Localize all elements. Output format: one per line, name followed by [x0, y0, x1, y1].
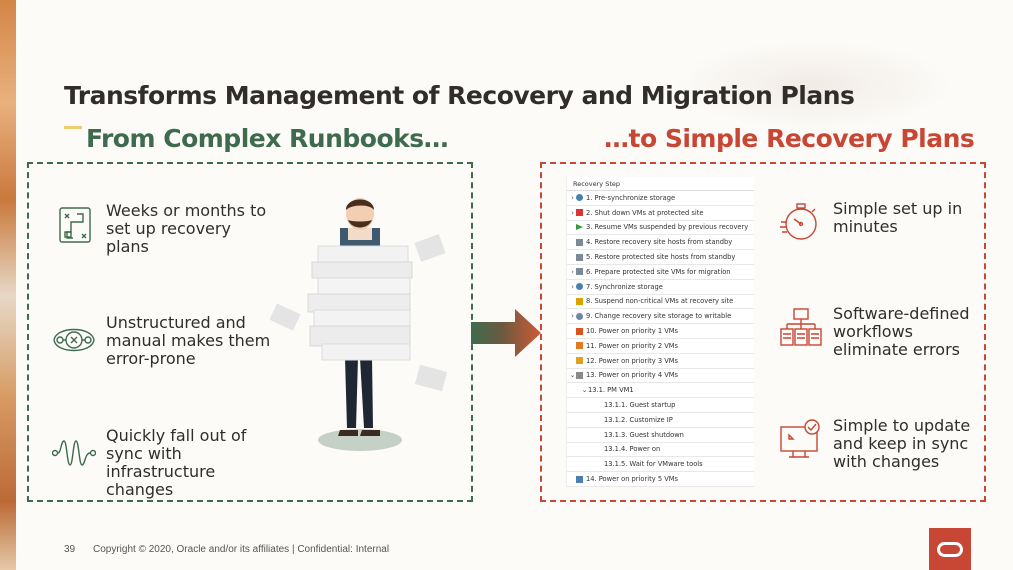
table-row[interactable]: 13.1.4. Power on	[567, 443, 754, 458]
p3-step-icon	[576, 357, 583, 365]
arrow-right-icon	[471, 309, 541, 357]
table-row[interactable]: 10. Power on priority 1 VMs	[567, 324, 754, 339]
step-label: 10. Power on priority 1 VMs	[586, 327, 679, 336]
feature-item: Weeks or months to set up recovery plans	[52, 202, 276, 256]
recovery-steps-table: Recovery Step › 1. Pre-synchronize storag…	[566, 177, 754, 487]
feature-text: Weeks or months to set up recovery plans	[106, 201, 267, 256]
oracle-logo	[929, 528, 971, 570]
table-row[interactable]: 8. Suspend non-critical VMs at recovery …	[567, 295, 754, 310]
stopwatch-icon	[780, 203, 817, 240]
play-step-icon	[576, 224, 583, 231]
table-row[interactable]: 13.1.1. Guest startup	[567, 398, 754, 413]
step-label: 8. Suspend non-critical VMs at recovery …	[586, 297, 734, 306]
step-label: 5. Restore protected site hosts from sta…	[586, 253, 736, 262]
step-label: 7. Synchronize storage	[586, 282, 663, 291]
table-row[interactable]: 11. Power on priority 2 VMs	[567, 339, 754, 354]
p5-step-icon	[576, 475, 583, 483]
step-label: 13.1. PM VM1	[588, 386, 634, 395]
p4-step-icon	[576, 371, 583, 379]
host-step-icon	[576, 268, 583, 276]
person-with-papers-illustration	[269, 198, 448, 451]
step-label: 13.1.3. Guest shutdown	[604, 430, 684, 439]
expand-chevron-icon[interactable]: ⌄	[581, 386, 588, 395]
step-label: 1. Pre-synchronize storage	[586, 193, 676, 202]
table-row[interactable]: ⌄ 13. Power on priority 4 VMs	[567, 369, 754, 384]
table-row[interactable]: 13.1.2. Customize IP	[567, 413, 754, 428]
expand-chevron-icon[interactable]: ⌄	[569, 371, 576, 380]
expand-chevron-icon[interactable]: ›	[571, 267, 574, 276]
step-label: 4. Restore recovery site hosts from stan…	[586, 238, 733, 247]
copyright-text: Copyright © 2020, Oracle and/or its affi…	[93, 544, 390, 555]
host-step-icon	[576, 253, 583, 261]
expand-chevron-icon[interactable]: ›	[571, 208, 574, 217]
flowchart-icon	[59, 207, 91, 243]
accent-bar	[64, 126, 82, 129]
p2-step-icon	[576, 342, 583, 350]
step-label: 13.1.5. Wait for VMware tools	[604, 460, 703, 469]
table-row[interactable]: › 9. Change recovery site storage to writ…	[567, 309, 754, 325]
page-number: 39	[64, 544, 76, 555]
workflow-icon	[780, 308, 822, 346]
feature-item: Software-defined workflows eliminate err…	[779, 305, 983, 359]
step-label: 14. Power on priority 5 VMs	[586, 475, 679, 484]
table-row[interactable]: › 2. Shut down VMs at protected site	[567, 206, 754, 221]
step-label: 2. Shut down VMs at protected site	[586, 208, 704, 217]
table-row[interactable]: › 6. Prepare protected site VMs for migra…	[567, 265, 754, 280]
table-row[interactable]: 13.1.3. Guest shutdown	[567, 428, 754, 443]
table-row[interactable]: › 1. Pre-synchronize storage	[567, 191, 754, 206]
background-texture	[673, 40, 953, 130]
sync-step-icon	[576, 283, 583, 291]
expand-chevron-icon[interactable]: ›	[571, 193, 574, 202]
sync-step-icon	[576, 194, 583, 202]
step-label: 3. Resume VMs suspended by previous reco…	[586, 223, 749, 232]
right-panel	[540, 162, 986, 502]
pause-step-icon	[576, 297, 583, 305]
feature-text: Quickly fall out of sync with infrastruc…	[106, 426, 247, 499]
step-label: 13.1.1. Guest startup	[604, 401, 676, 410]
stop-step-icon	[576, 209, 583, 217]
table-header: Recovery Step	[567, 177, 754, 191]
feature-item: Quickly fall out of sync with infrastruc…	[52, 427, 286, 499]
feature-text: Simple set up in minutes	[833, 199, 963, 236]
step-label: 11. Power on priority 2 VMs	[586, 341, 679, 350]
feature-text: Unstructured and manual makes them error…	[106, 313, 271, 368]
step-label: 13.1.2. Customize IP	[604, 415, 673, 424]
wave-sync-icon	[52, 440, 96, 466]
host-step-icon	[576, 238, 583, 246]
table-row[interactable]: 5. Restore protected site hosts from sta…	[567, 250, 754, 265]
table-row[interactable]: › 7. Synchronize storage	[567, 280, 754, 295]
step-label: 13.1.4. Power on	[604, 445, 661, 454]
table-row[interactable]: 3. Resume VMs suspended by previous reco…	[567, 221, 754, 236]
feature-item: Unstructured and manual makes them error…	[52, 314, 276, 368]
step-label: 12. Power on priority 3 VMs	[586, 356, 679, 365]
p1-step-icon	[576, 327, 583, 335]
table-row[interactable]: ⌄13.1. PM VM1	[567, 383, 754, 399]
page-title: Transforms Management of Recovery and Mi…	[64, 81, 855, 110]
feature-text: Simple to update and keep in sync with c…	[833, 416, 971, 471]
feature-item: Simple to update and keep in sync with c…	[779, 417, 1003, 471]
expand-chevron-icon[interactable]: ›	[571, 312, 574, 321]
right-heading: …to Simple Recovery Plans	[604, 124, 975, 153]
step-label: 6. Prepare protected site VMs for migrat…	[586, 267, 731, 276]
feature-item: Simple set up in minutes	[779, 200, 983, 244]
decorative-strip	[0, 0, 16, 570]
tangled-process-icon	[53, 328, 95, 352]
left-heading: From Complex Runbooks…	[86, 124, 449, 153]
table-row[interactable]: 14. Power on priority 5 VMs	[567, 472, 754, 487]
table-row[interactable]: 13.1.5. Wait for VMware tools	[567, 457, 754, 473]
gear-step-icon	[576, 312, 583, 320]
feature-text: Software-defined workflows eliminate err…	[833, 304, 970, 359]
table-row[interactable]: 4. Restore recovery site hosts from stan…	[567, 235, 754, 251]
step-label: 9. Change recovery site storage to writa…	[586, 312, 732, 321]
monitor-check-icon	[780, 419, 820, 458]
step-label: 13. Power on priority 4 VMs	[586, 371, 679, 380]
table-row[interactable]: 12. Power on priority 3 VMs	[567, 354, 754, 369]
expand-chevron-icon[interactable]: ›	[571, 282, 574, 291]
